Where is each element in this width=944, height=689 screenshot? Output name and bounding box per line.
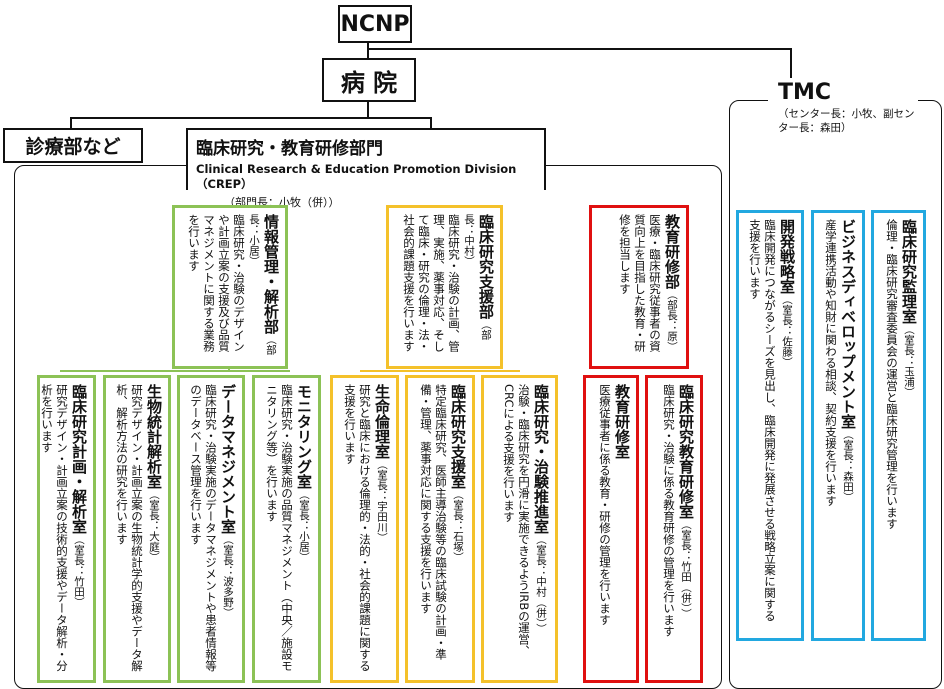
tmc-header: TMC （センター長：小牧、副センター長：森田） (768, 80, 918, 135)
crep-english: Clinical Research & Education Promotion … (196, 162, 517, 191)
unit-desc: 臨床研究・治験のデザインや計画立案の支援及び品質マネジメントに関する業務を行いま… (187, 214, 246, 352)
ncnp-label: NCNP (340, 11, 410, 37)
unit-title: 臨床研究教育研修室 (677, 384, 695, 519)
unit-head: （室長：竹田（併）） (680, 519, 692, 619)
unit-head: （室長：小居） (298, 489, 310, 563)
unit-title: モニタリング室 (295, 384, 313, 489)
unit-desc: 臨床研究・治験に係る教育研修の管理を行います (662, 384, 676, 637)
unit-box: 臨床研究計画・解析室（室長：竹田） 研究デザイン・計画立案の技術的支援やデータ解析… (37, 375, 96, 683)
unit-title: 開発戦略室 (778, 219, 796, 294)
unit-desc: 倫理・臨床研究審査委員会の運営と臨床研究管理を行います (885, 219, 899, 530)
unit-box: 情報管理・解析部（部長：小居）臨床研究・治験のデザインや計画立案の支援及び品質マ… (172, 205, 288, 369)
unit-desc: 特定臨床研究、医師主導治験等の臨床試験の計画・準備・管理、薬事対応に関する支援を… (419, 384, 448, 660)
crep-title: 臨床研究・教育研修部門 (196, 139, 383, 159)
clinical-dept-label: 診療部など (25, 136, 121, 158)
unit-head: （室長：大庭） (148, 489, 160, 563)
unit-head: （部長：小居） (248, 214, 277, 355)
unit-box: 臨床研究監理室（室長：玉浦） 倫理・臨床研究審査委員会の運営と臨床研究管理を行いま… (871, 210, 926, 641)
tmc-title: TMC (778, 80, 832, 105)
ncnp-box: NCNP (338, 5, 412, 43)
unit-desc: 治験・臨床研究を円滑に実施できるようIRBの運営、CRCによる支援を行います (502, 384, 531, 657)
unit-title: データマネジメント室 (219, 384, 237, 534)
unit-head: （室長：波多野） (222, 534, 234, 618)
tmc-head: （センター長：小牧、副センター長：森田） (778, 108, 915, 134)
unit-head: （室長：森田） (842, 429, 854, 503)
hospital-box: 病 院 (322, 58, 416, 102)
unit-title: 教育研修部 (663, 214, 681, 289)
unit-title: 生命倫理室 (373, 384, 391, 459)
unit-box: 生命倫理室（室長：宇田川） 研究と臨床における倫理的・法的・社会的課題に関する支援… (330, 375, 399, 683)
unit-head: （室長：中村（併）） (535, 534, 547, 634)
unit-box: 教育研修部（部長：原） 医療・臨床研究従事者の資質向上を目指した教育・研修を担当し… (589, 205, 689, 369)
unit-title: 教育研修室 (613, 384, 631, 459)
unit-head: （室長：佐藤） (781, 294, 793, 368)
unit-desc: 臨床研究・治験実施の品質マネジメント（中央／施設モニタリング等）を行います (265, 384, 294, 672)
unit-title: 生物統計解析室 (145, 384, 163, 489)
crep-header: 臨床研究・教育研修部門 Clinical Research & Educatio… (186, 128, 546, 209)
unit-box: ビジネスディベロップメント室（室長：森田） 産学連携活動や知財に関わる相談、契約支… (811, 210, 865, 641)
unit-desc: 研究デザイン・計画立案の生物統計学的支援やデータ解析、解析方法の研究を行います (115, 384, 144, 672)
unit-box: 開発戦略室（室長：佐藤） 臨床開発につながるシーズを見出し、臨床開発に発展させる戦… (736, 210, 804, 641)
hospital-label: 病 院 (340, 68, 398, 97)
unit-desc: 研究と臨床における倫理的・法的・社会的課題に関する支援を行います (343, 384, 372, 672)
unit-box: 臨床研究教育研修室（室長：竹田（併）） 臨床研究・治験に係る教育研修の管理を行いま… (645, 375, 703, 683)
unit-box: 臨床研究支援部（部長：中村）臨床研究・治験の計画、管理、実施、薬事対応、そして臨… (386, 205, 503, 369)
unit-title: 臨床研究・治験推進室 (532, 384, 550, 534)
unit-title: 臨床研究計画・解析室 (70, 384, 88, 534)
unit-title: 臨床研究支援部 (477, 214, 495, 319)
unit-head: （部長：中村） (463, 214, 492, 340)
unit-box: 臨床研究・治験推進室（室長：中村（併）） 治験・臨床研究を円滑に実施できるようIR… (481, 375, 558, 683)
unit-head: （部長：原） (666, 289, 678, 352)
unit-title: ビジネスディベロップメント室 (839, 219, 857, 429)
unit-desc: 臨床研究・治験の計画、管理、実施、薬事対応、そして臨床・研究の倫理・法・社会的課… (402, 214, 461, 352)
unit-box: 教育研修室医療従事者に係る教育・研修の管理を行います (583, 375, 639, 683)
unit-box: データマネジメント室（室長：波多野） 臨床研究・治験実施のデータマネジメントや患者… (177, 375, 245, 683)
unit-title: 臨床研究支援室 (449, 384, 467, 489)
unit-desc: 医療・臨床研究従事者の資質向上を目指した教育・研修を担当します (618, 214, 662, 352)
unit-box: モニタリング室（室長：小居） 臨床研究・治験実施の品質マネジメント（中央／施設モニ… (252, 375, 321, 683)
unit-title: 情報管理・解析部 (262, 214, 280, 334)
unit-head: （室長：宇田川） (376, 459, 388, 543)
unit-desc: 研究デザイン・計画立案の技術的支援やデータ解析・分析を行います (40, 384, 69, 672)
unit-title: 臨床研究監理室 (900, 219, 918, 324)
unit-desc: 臨床研究・治験実施のデータマネジメントや患者情報等のデータベース管理を行います (189, 384, 218, 672)
unit-desc: 医療従事者に係る教育・研修の管理を行います (598, 384, 612, 626)
unit-head: （室長：石塚） (452, 489, 464, 563)
unit-desc: 臨床開発につながるシーズを見出し、臨床開発に発展させる戦略立案に関する支援を行い… (748, 219, 777, 622)
unit-box: 臨床研究支援室（室長：石塚） 特定臨床研究、医師主導治験等の臨床試験の計画・準備・… (405, 375, 475, 683)
unit-head: （室長：竹田） (73, 534, 85, 608)
unit-box: 生物統計解析室（室長：大庭） 研究デザイン・計画立案の生物統計学的支援やデータ解析… (103, 375, 171, 683)
unit-head: （室長：玉浦） (903, 324, 915, 398)
unit-desc: 産学連携活動や知財に関わる相談、契約支援を行います (824, 219, 838, 507)
clinical-dept-box: 診療部など (3, 128, 143, 163)
